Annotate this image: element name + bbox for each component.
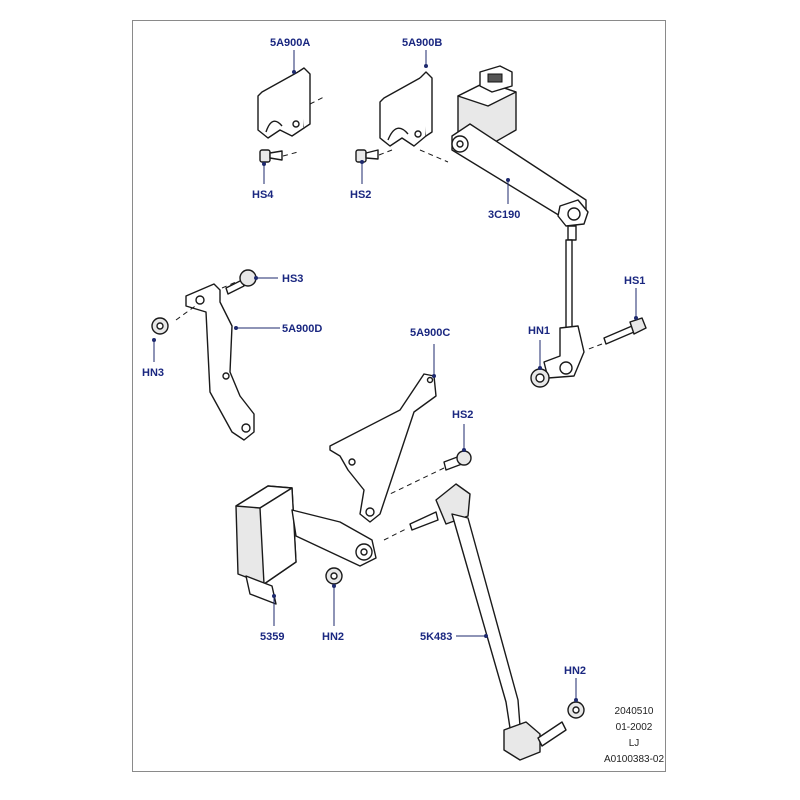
callout-HS2-top: HS2 [350,189,371,201]
nut-HN1 [530,368,550,388]
nut-HN2-right [567,701,585,719]
callout-HN2-left: HN2 [322,631,344,643]
callout-5359: 5359 [260,631,284,643]
callout-5A900D: 5A900D [282,323,322,335]
callout-3C190: 3C190 [488,209,520,221]
bolt-HS2-middle [389,450,472,495]
callout-HN2-right: HN2 [564,665,586,677]
link-5K483 [383,483,567,761]
nut-HN2-left [325,567,343,585]
callout-HS3: HS3 [282,273,303,285]
callout-HN1: HN1 [528,325,550,337]
reference-block: 2040510 01-2002 LJ A0100383-02 [604,706,664,765]
callout-5A900B: 5A900B [402,37,442,49]
reference-line-1: 2040510 [615,706,654,717]
callout-5A900A: 5A900A [270,37,310,49]
callout-5K483: 5K483 [420,631,452,643]
callout-5A900C: 5A900C [410,327,450,339]
bracket-5A900B [379,71,449,163]
callout-labels: 5A900A 5A900B HS4 HS2 3C190 HS3 5A900D H… [142,37,645,677]
bolt-HS2-top [355,149,393,163]
bolt-HS3 [225,269,257,295]
nut-HN3 [151,317,169,335]
bolt-HS1 [585,317,647,351]
bolt-HS4 [259,149,299,163]
callout-HS2-middle: HS2 [452,409,473,421]
callout-HS1: HS1 [624,275,645,287]
height-sensor-5359 [235,485,377,605]
bracket-5A900A [257,67,327,139]
reference-line-4: A0100383-02 [604,754,664,765]
bracket-5A900C [329,373,437,523]
callout-HS4: HS4 [252,189,274,201]
leader-lines [152,50,638,702]
callout-HN3: HN3 [142,367,164,379]
height-sensor-3C190 [451,65,589,379]
reference-line-3: LJ [629,738,640,749]
bracket-5A900D [175,281,255,441]
reference-line-2: 01-2002 [616,722,653,733]
